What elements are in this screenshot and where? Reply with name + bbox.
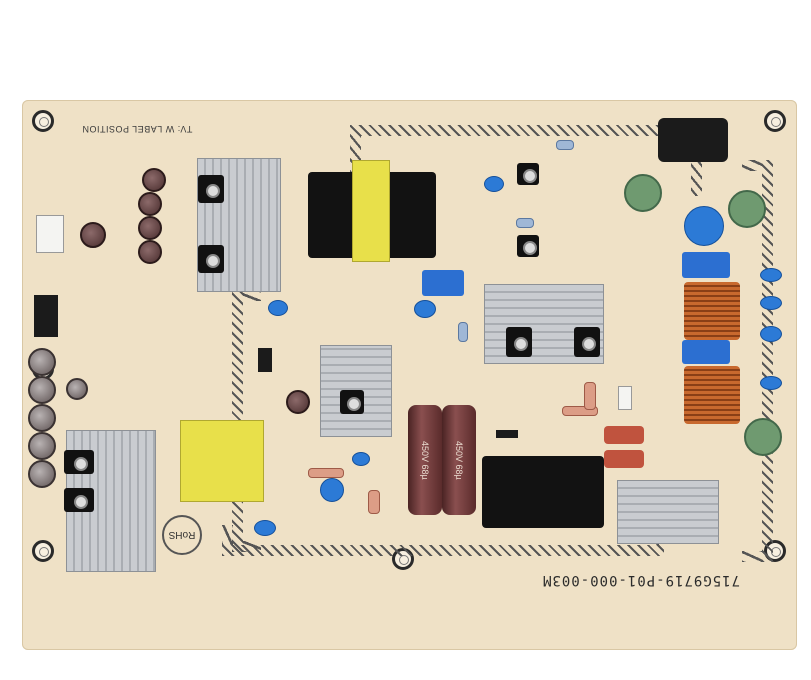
transistor-4 [574, 327, 600, 357]
connector-black [34, 295, 58, 337]
capacitor [286, 390, 310, 414]
diode [258, 348, 272, 372]
diode [496, 430, 518, 438]
capacitor [142, 168, 166, 192]
transistor-1 [198, 175, 224, 203]
capacitor [28, 348, 56, 376]
resistor [308, 468, 344, 478]
heatsink-bottom-right [617, 480, 719, 544]
rohs-mark: RoHS [162, 515, 202, 555]
y-capacitor [352, 452, 370, 466]
capacitor [28, 376, 56, 404]
y-capacitor [268, 300, 288, 316]
capacitor [28, 432, 56, 460]
bulk-capacitor-2: 450V 68µ [442, 405, 476, 515]
filter-cap-blue [422, 270, 464, 296]
power-resistor-1 [604, 426, 644, 444]
capacitor [138, 216, 162, 240]
ac-input-socket [658, 118, 728, 162]
y-capacitor [484, 176, 504, 192]
varistor-2 [728, 190, 766, 228]
transistor-3 [506, 327, 532, 357]
resistor [556, 140, 574, 150]
mount-hole-top-right [764, 110, 786, 132]
label-position-text: TV: W LABEL POSITION [82, 124, 193, 134]
main-transformer-label [352, 160, 390, 262]
transistor-9 [517, 235, 539, 257]
mount-hole-top-left [32, 110, 54, 132]
y-capacitor-large [684, 206, 724, 246]
resistor [516, 218, 534, 228]
transistor-8 [517, 163, 539, 185]
transistor-6 [64, 450, 94, 474]
x-capacitor-2 [682, 340, 730, 364]
varistor-3 [744, 418, 782, 456]
resistor [584, 382, 596, 410]
standby-transformer [180, 420, 264, 502]
part-number-text: 715G9719-P01-000-003M [542, 572, 741, 588]
common-mode-choke-2 [684, 366, 740, 424]
circuit-board: TV: W LABEL POSITION 715G9719-P01-000-00… [22, 100, 797, 650]
resistor [368, 490, 380, 514]
capacitor [28, 404, 56, 432]
capacitor [66, 378, 88, 400]
power-resistor-2 [604, 450, 644, 468]
capacitor [80, 222, 106, 248]
connector-white [36, 215, 64, 253]
y-capacitor [254, 520, 276, 536]
transistor-2 [198, 245, 224, 273]
bridge-rectifier [482, 456, 604, 528]
resistor [458, 322, 468, 342]
common-mode-choke-1 [684, 282, 740, 340]
fuse-holder [618, 386, 632, 410]
y-capacitor [760, 326, 782, 342]
y-capacitor [760, 268, 782, 282]
resistor [562, 406, 598, 416]
x-capacitor-1 [682, 252, 730, 278]
transistor-7 [64, 488, 94, 512]
bulk-capacitor-1: 450V 68µ [408, 405, 442, 515]
varistor-1 [624, 174, 662, 212]
isolation-zone-bottom [222, 525, 664, 556]
y-capacitor [414, 300, 436, 318]
y-capacitor [760, 296, 782, 310]
transistor-5 [340, 390, 364, 414]
heatsink-center [484, 284, 604, 364]
capacitor [138, 240, 162, 264]
mount-hole-bottom-left [32, 540, 54, 562]
capacitor [28, 460, 56, 488]
y-capacitor [760, 376, 782, 390]
capacitor [138, 192, 162, 216]
y-capacitor [320, 478, 344, 502]
